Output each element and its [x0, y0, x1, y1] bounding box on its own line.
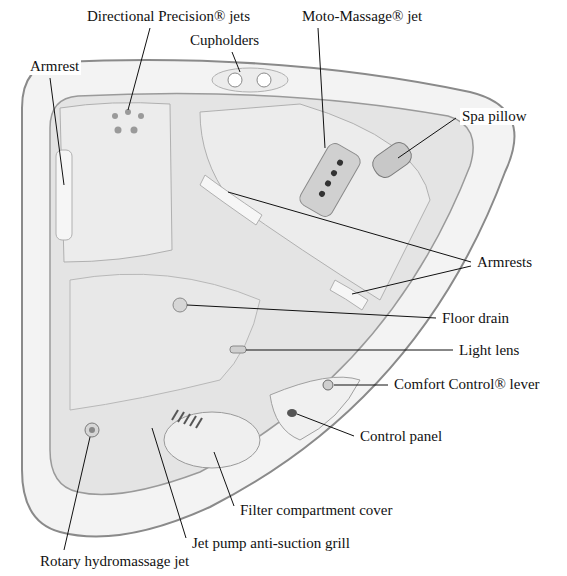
leader-line [228, 192, 471, 262]
leader-line [50, 78, 64, 185]
leader-line [297, 414, 354, 436]
cupholder [257, 73, 271, 87]
spa-basin [50, 94, 473, 495]
leader-line [334, 385, 388, 386]
light-lens [230, 346, 246, 353]
part-label: Armrests [475, 254, 534, 271]
leader-lines [50, 28, 471, 550]
armrest [56, 150, 72, 240]
armrest [200, 175, 262, 225]
spa-pillow [369, 139, 416, 182]
floor-drain [173, 298, 187, 312]
part-label: Cupholders [188, 32, 261, 49]
control-panel [287, 409, 297, 417]
cupholder-tray [212, 68, 288, 92]
leader-line [246, 350, 453, 351]
part-label: Spa pillow [460, 108, 529, 125]
part-label: Comfort Control® lever [392, 376, 542, 393]
part-label: Filter compartment cover [238, 502, 394, 519]
jets [112, 109, 144, 134]
part-label: Control panel [358, 428, 444, 445]
leader-line [398, 118, 456, 158]
left-seat [60, 103, 172, 262]
leader-line [64, 437, 90, 550]
grill [172, 410, 202, 428]
rotary-jet [85, 423, 99, 437]
control-area [270, 377, 360, 440]
part-label: Moto-Massage® jet [300, 8, 424, 25]
part-label: Light lens [457, 342, 521, 359]
leader-line [128, 28, 150, 110]
armrest [330, 280, 368, 310]
leader-line [232, 52, 240, 72]
comfort-lever [323, 380, 333, 390]
leader-line [152, 428, 186, 538]
part-label: Armrest [28, 58, 81, 75]
part-label: Jet pump anti-suction grill [190, 535, 352, 552]
moto-massage-panel [297, 141, 363, 220]
filter-cover [164, 412, 260, 468]
spa-shell [22, 60, 514, 536]
lounge-seat [200, 104, 430, 300]
leader-line [187, 305, 436, 318]
cupholder [228, 73, 242, 87]
leader-line [318, 28, 325, 148]
part-label: Rotary hydromassage jet [38, 553, 191, 570]
part-label: Directional Precision® jets [85, 8, 252, 25]
leader-line [214, 452, 234, 506]
part-label: Floor drain [440, 310, 511, 327]
leader-line [352, 266, 471, 294]
floor [70, 274, 260, 410]
